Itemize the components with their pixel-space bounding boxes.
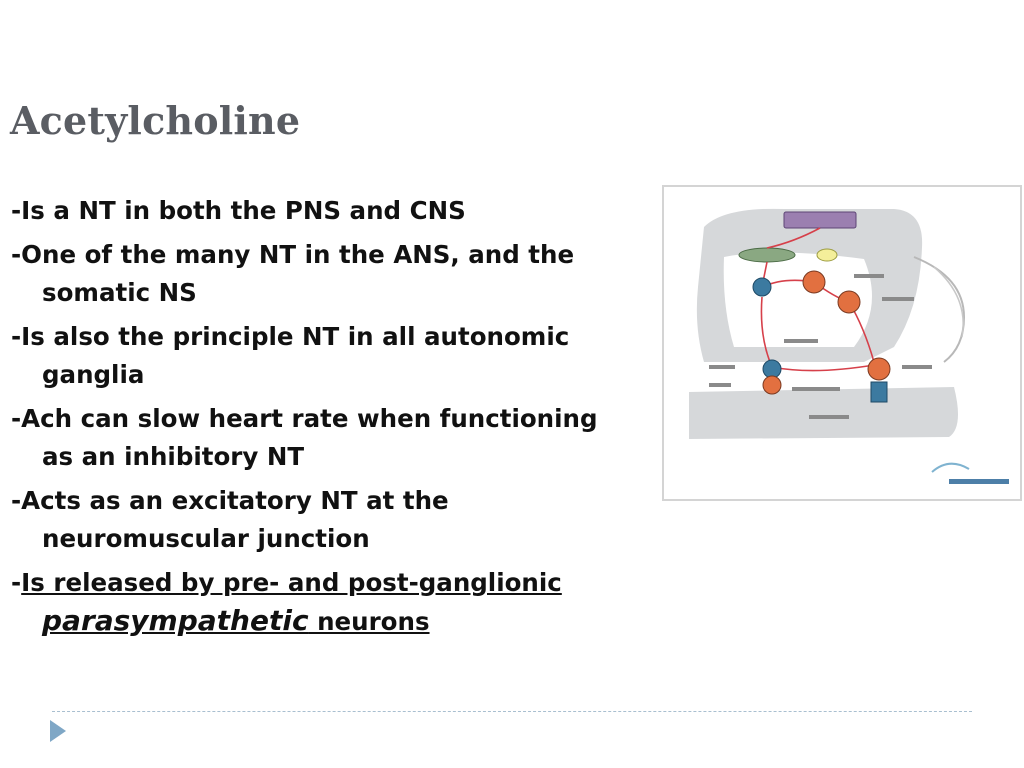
neural-pathway-figure xyxy=(662,185,1022,501)
bullet-item: -Acts as an excitatory NT at the neuromu… xyxy=(11,486,449,553)
bullet-text-part3: neurons xyxy=(308,607,430,636)
bullet-item: -Is a NT in both the PNS and CNS xyxy=(11,196,466,225)
neural-pathway-diagram-icon xyxy=(689,208,1009,484)
bullet-item: -Is also the principle NT in all autonom… xyxy=(11,322,570,389)
bullet-text-emphasis: parasympathetic xyxy=(42,604,309,637)
triangle-arrow-icon xyxy=(50,720,66,742)
bullet-item: -Ach can slow heart rate when functionin… xyxy=(11,404,598,471)
footer-divider xyxy=(52,711,972,712)
bullet-list: -Is a NT in both the PNS and CNS -One of… xyxy=(11,192,621,647)
bullet-item-released: -Is released by pre- and post-ganglionic… xyxy=(11,564,621,641)
bullet-text-part1: Is released by pre- and post-ganglionic xyxy=(21,568,562,597)
slide-title: Acetylcholine xyxy=(10,98,301,143)
bullet-dash: - xyxy=(11,568,22,597)
bullet-item: -One of the many NT in the ANS, and the … xyxy=(11,240,575,307)
